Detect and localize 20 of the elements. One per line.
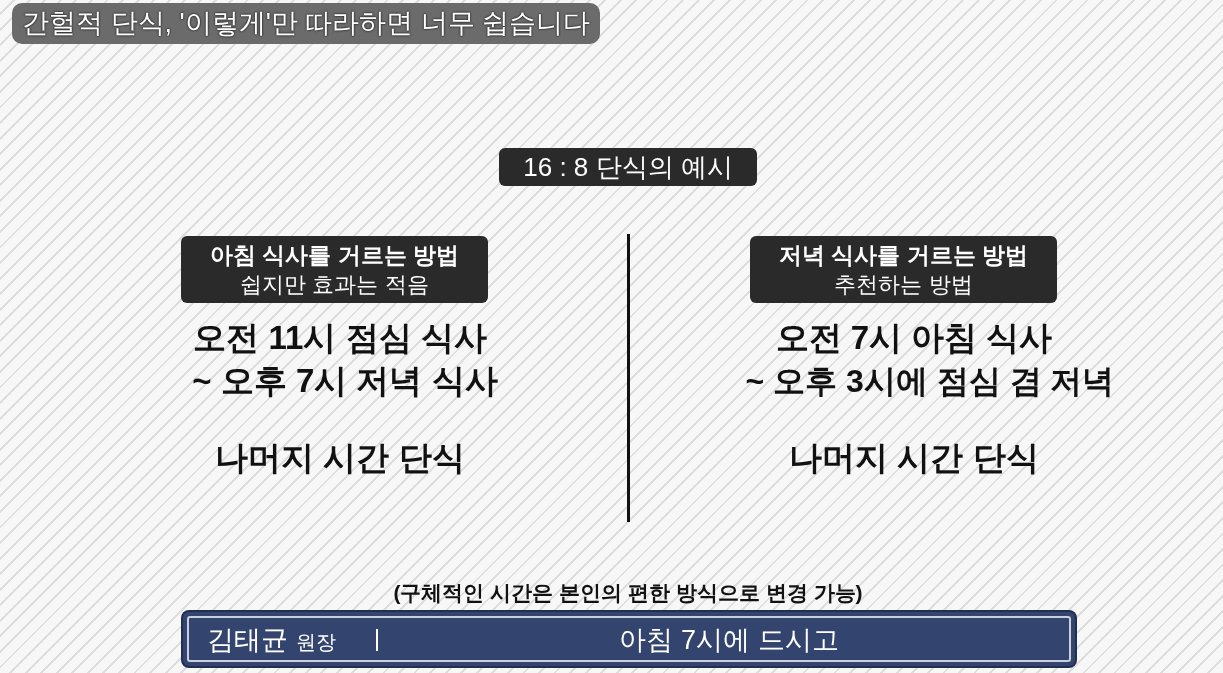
schedule-text: 나머지 시간 단식 [789, 438, 1039, 478]
speaker-title: 원장 [296, 630, 336, 655]
method-box [750, 236, 1057, 303]
schedule-text: ~ 오후 3시에 점심 겸 저녁 [745, 362, 1115, 401]
schedule-text: 오전 11시 점심 식사 [193, 318, 487, 358]
method-box [181, 236, 488, 303]
speaker-name: 김태균 [207, 624, 288, 657]
heading-pill [499, 148, 757, 186]
note-text: (구체적인 시간은 본인의 편한 방식으로 변경 가능) [393, 580, 863, 606]
schedule-text: 나머지 시간 단식 [215, 438, 465, 478]
pill-text: 16 : 8 단식의 예시 [523, 154, 733, 180]
title-banner: 간헐적 단식, '이렇게'만 따라하면 너무 쉽습니다 [12, 3, 601, 44]
method-heading: 아침 식사를 거르는 방법 [209, 241, 460, 269]
method-heading: 저녁 식사를 거르는 방법 [778, 241, 1029, 269]
subtitle-text: 아침 7시에 드시고 [618, 624, 840, 657]
method-note: 쉽지만 효과는 적음 [240, 272, 429, 298]
schedule-text: ~ 오후 7시 저녁 식사 [192, 361, 498, 401]
schedule-text: 오전 7시 아침 식사 [775, 318, 1053, 358]
subtitle-bar [183, 612, 1075, 666]
method-note: 추천하는 방법 [834, 272, 973, 298]
